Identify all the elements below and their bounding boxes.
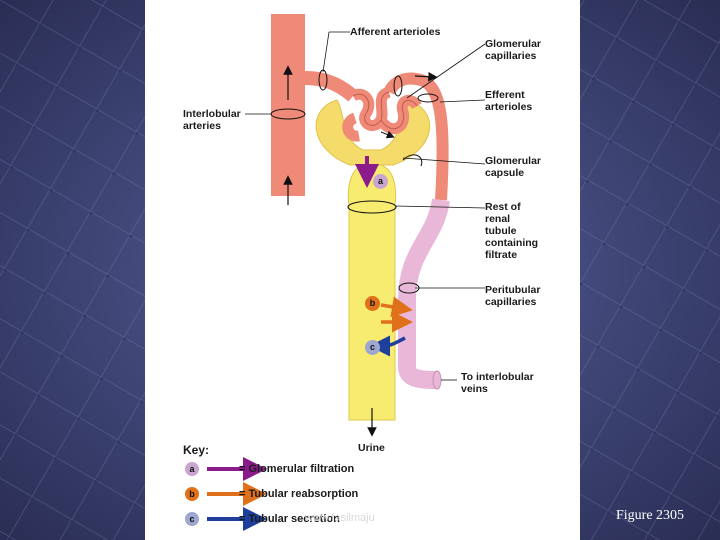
label-line: Peritubular [485,284,541,296]
afferent-arterioles-label: Afferent arterioles [350,26,440,38]
key-badge-b: b [185,487,199,501]
renal-tubule [347,164,397,421]
secretion-arrow [369,335,406,357]
label-line: capillaries [485,296,537,308]
key-item-filtration: = Glomerular filtration [239,463,355,475]
label-line: Glomerular [485,38,542,50]
rest-of-tubule-label: Rest of renal tubule containing filtrate [485,201,538,261]
key-item-secretion: = Tubular secretion [239,513,340,525]
watermark-text: www.fasilmaju [305,512,375,524]
label-line: Interlobular [183,108,241,120]
efferent-arteriole [383,72,449,201]
label-line: arteries [183,120,221,132]
peritubular-capillary [398,198,450,389]
label-line: containing [485,237,539,249]
afferent-text: Afferent arterioles [350,26,441,38]
label-line: To interlobular [461,371,534,383]
label-line: Rest of [485,201,521,213]
label-line: renal [485,213,511,225]
label-line: arterioles [485,101,533,113]
figure-caption: Figure 2305 [616,508,685,523]
peritubular-capillaries-label: Peritubular capillaries [485,284,540,308]
reabsorption-arrow-1 [380,296,413,318]
key-item-reabsorption: = Tubular reabsorption [239,488,359,500]
to-interlobular-veins-label: To interlobular veins [461,371,534,395]
key-badge-a: a [185,462,199,476]
label-line: tubule [485,225,517,237]
key-badge-c: c [185,512,199,526]
afferent-arteriole [304,71,358,102]
label-line: Efferent [485,89,525,101]
glomerular-capsule [315,99,431,166]
figure-panel: Afferent arterioles Glomerular capillari… [145,0,580,540]
glomerular-capillaries-label: Glomerular capillaries [485,38,541,62]
interlobular-arteries-label: Interlobular arteries [183,108,241,132]
urine-text: Urine [358,442,385,454]
label-line: veins [461,383,488,395]
glomerular-capsule-label: Glomerular capsule [485,155,541,179]
efferent-arterioles-label: Efferent arterioles [485,89,532,113]
label-line: Glomerular [485,155,542,167]
label-line: capillaries [485,50,537,62]
label-line: filtrate [485,249,518,261]
interlobular-artery [271,14,305,196]
badge-b: b [365,296,380,311]
urine-label: Urine [358,442,385,454]
label-line: capsule [485,167,525,179]
key-title: Key: [183,443,210,457]
badge-a: a [373,174,388,189]
badge-c: c [365,340,380,355]
nephron-diagram [207,14,486,531]
